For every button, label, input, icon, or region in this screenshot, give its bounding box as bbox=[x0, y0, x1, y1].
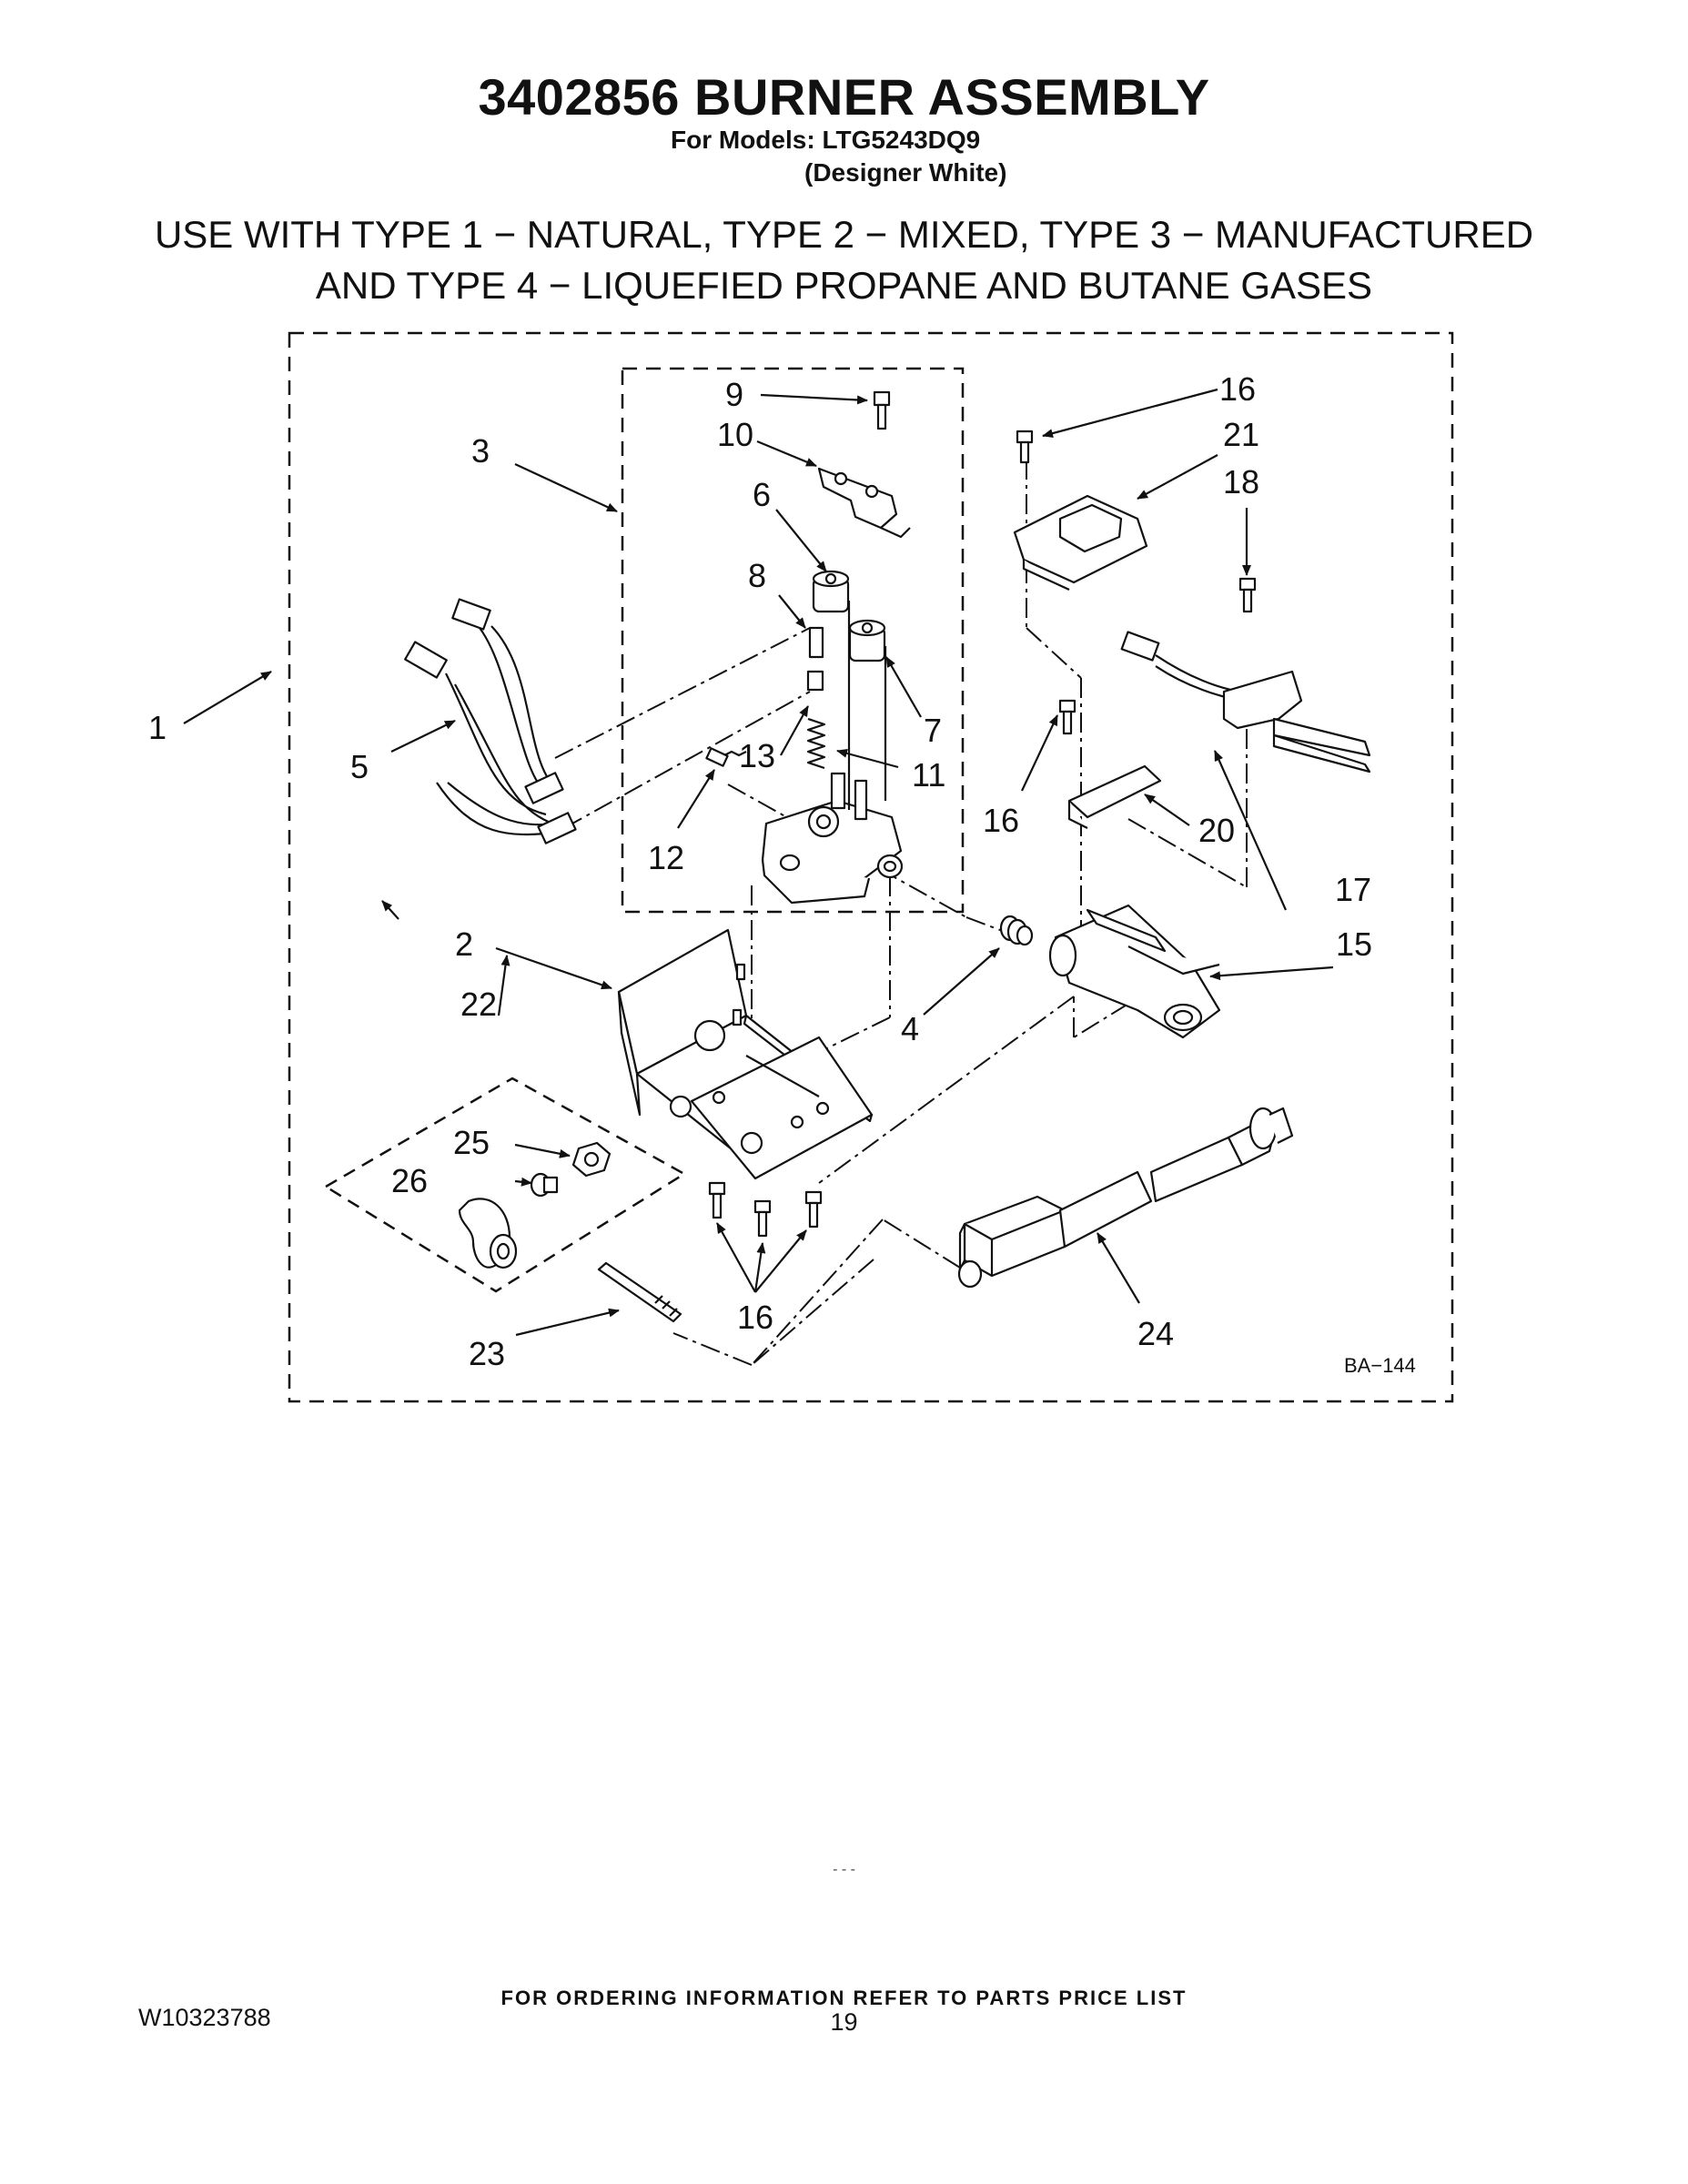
fitting-26 bbox=[530, 1172, 559, 1198]
drawing-code: BA−144 bbox=[1344, 1354, 1416, 1377]
callout-25: 25 bbox=[453, 1124, 490, 1161]
callout-10: 10 bbox=[717, 416, 753, 453]
callout-18: 18 bbox=[1223, 463, 1259, 500]
callout-9: 9 bbox=[725, 376, 743, 413]
callout-22: 22 bbox=[460, 986, 497, 1023]
callout-2: 2 bbox=[455, 925, 473, 963]
screw-9 bbox=[873, 390, 891, 430]
plunger bbox=[808, 626, 824, 659]
gas-type-line-2: AND TYPE 4 − LIQUEFIED PROPANE AND BUTAN… bbox=[315, 264, 1373, 307]
callout-23: 23 bbox=[469, 1335, 505, 1372]
callout-arrows bbox=[183, 388, 1334, 1337]
orifice bbox=[999, 915, 1034, 946]
callout-4: 4 bbox=[901, 1010, 919, 1047]
callout-20: 20 bbox=[1198, 812, 1235, 849]
orifice-plug bbox=[705, 747, 729, 767]
screw-18 bbox=[1238, 577, 1257, 613]
valve-group-boundary bbox=[621, 367, 965, 914]
callout-12: 12 bbox=[648, 839, 684, 876]
page-title: 3402856 BURNER ASSEMBLY bbox=[478, 68, 1210, 126]
screw-16-top bbox=[1016, 430, 1034, 464]
elbow-kit-boundary bbox=[323, 1077, 687, 1293]
callout-labels: 1 2 3 4 5 6 7 8 9 10 11 12 13 15 16 16 1… bbox=[148, 370, 1372, 1372]
elbow-fitting bbox=[458, 1198, 518, 1269]
callout-16-mid: 16 bbox=[983, 802, 1019, 839]
page-separator: - - - bbox=[833, 1862, 855, 1877]
spring bbox=[806, 717, 826, 770]
assembly-boundary bbox=[288, 331, 1454, 1403]
gas-type-line-1: USE WITH TYPE 1 − NATURAL, TYPE 2 − MIXE… bbox=[154, 213, 1534, 256]
burner-bracket bbox=[617, 928, 874, 1180]
callout-1: 1 bbox=[148, 709, 167, 746]
callout-17: 17 bbox=[1335, 871, 1371, 908]
nut-25 bbox=[571, 1141, 612, 1178]
screw-16-lower bbox=[708, 1181, 823, 1238]
callout-16-lower: 16 bbox=[737, 1299, 773, 1336]
gas-type-note: USE WITH TYPE 1 − NATURAL, TYPE 2 − MIXE… bbox=[0, 209, 1688, 311]
callout-5: 5 bbox=[350, 748, 369, 785]
igniter-bracket bbox=[1067, 764, 1162, 829]
gas-valve bbox=[761, 772, 904, 905]
burner-tube bbox=[1048, 904, 1221, 1039]
coil-bracket bbox=[817, 467, 911, 539]
igniter bbox=[1120, 631, 1371, 774]
hose-and-valve bbox=[957, 1107, 1294, 1289]
ordering-note: FOR ORDERING INFORMATION REFER TO PARTS … bbox=[500, 1987, 1188, 2009]
callout-15: 15 bbox=[1336, 925, 1372, 963]
valve-coils bbox=[812, 570, 887, 810]
variant-line: (Designer White) bbox=[804, 158, 1007, 187]
flame-sensor bbox=[1013, 494, 1148, 591]
stud bbox=[597, 1261, 682, 1323]
page-number: 19 bbox=[830, 2008, 858, 2036]
seal bbox=[806, 670, 824, 692]
callout-13: 13 bbox=[739, 737, 775, 774]
callout-16-top: 16 bbox=[1219, 370, 1256, 408]
models-line: For Models: LTG5243DQ9 bbox=[671, 126, 981, 154]
document-number: W10323788 bbox=[138, 2004, 271, 2031]
callout-3: 3 bbox=[471, 432, 490, 470]
callout-6: 6 bbox=[753, 476, 771, 513]
callout-24: 24 bbox=[1137, 1315, 1174, 1352]
callout-11: 11 bbox=[912, 756, 945, 794]
callout-21: 21 bbox=[1223, 416, 1259, 453]
callout-8: 8 bbox=[748, 557, 766, 594]
parts bbox=[404, 390, 1371, 1323]
screw-16-mid bbox=[1058, 699, 1076, 735]
callout-26: 26 bbox=[391, 1162, 428, 1199]
wire-harness bbox=[404, 598, 577, 844]
callout-7: 7 bbox=[924, 712, 942, 749]
